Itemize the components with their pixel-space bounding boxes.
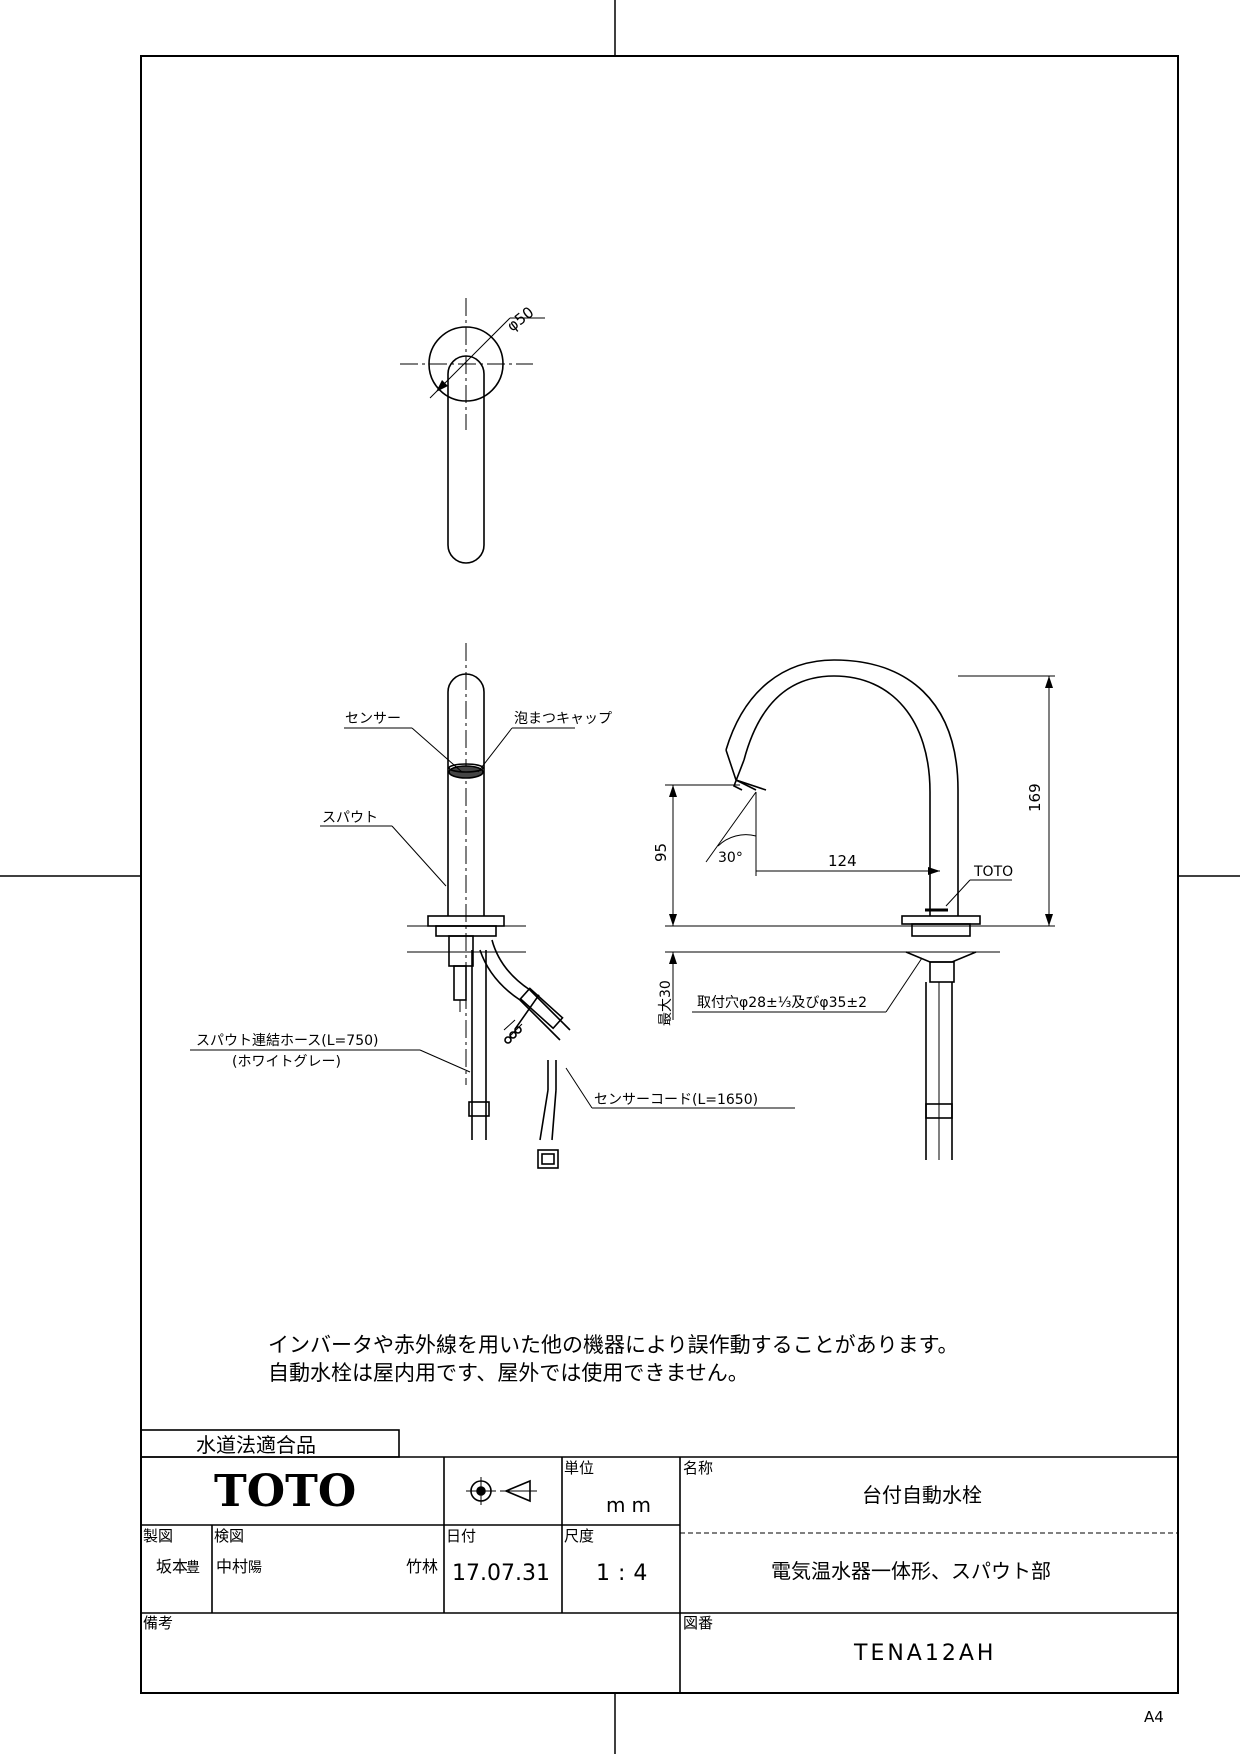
drawn-value-2: 豊 [186, 1560, 200, 1576]
checked-label: 検図 [214, 1527, 244, 1545]
remarks-label: 備考 [143, 1614, 173, 1632]
drawn-label: 製図 [143, 1527, 173, 1545]
subname-value: 電気温水器一体形、スパウト部 [771, 1559, 1051, 1583]
date-value: 17.07.31 [452, 1561, 550, 1586]
mount-hole-label: 取付穴φ28±⅓及びφ35±2 [697, 995, 867, 1011]
hose-label: スパウト連結ホース(L=750) [196, 1033, 378, 1049]
date-label: 日付 [446, 1527, 476, 1545]
unit-value: mm [606, 1493, 657, 1517]
unit-label: 単位 [564, 1459, 594, 1477]
compliance-label: 水道法適合品 [196, 1433, 316, 1457]
top-view [400, 298, 545, 564]
dim-169-label: 169 [1026, 783, 1044, 812]
dim-124-label: 124 [828, 852, 857, 870]
scale-label: 尺度 [564, 1527, 594, 1545]
brand-logo: TOTO [214, 1466, 356, 1517]
spout-label: スパウト [322, 810, 378, 826]
max30-label: 最大30 [658, 980, 674, 1026]
drawing-no-value: TENA12AH [853, 1641, 996, 1666]
aerator-cap-label: 泡まつキャップ [514, 711, 612, 727]
scale-value: 1:4 [596, 1561, 655, 1586]
note-line-1: インバータや赤外線を用いた他の機器により誤作動することがあります。 [268, 1333, 958, 1357]
front-view [190, 643, 795, 1169]
hose-color-label: (ホワイトグレー) [232, 1054, 341, 1070]
projection-symbol-icon [466, 1477, 537, 1505]
checked-value-1: 中村 [216, 1557, 248, 1576]
sensor-cord-label: センサーコード(L=1650) [594, 1092, 758, 1108]
side-view [665, 659, 1055, 1160]
toto-mark-label: TOTO [973, 864, 1013, 880]
name-label: 名称 [683, 1459, 713, 1477]
angle-30-label: 30° [718, 850, 743, 866]
dim-95-label: 95 [652, 843, 670, 862]
phi50-label: φ50 [503, 303, 537, 335]
drawing-no-label: 図番 [683, 1614, 713, 1632]
name-value: 台付自動水栓 [862, 1483, 982, 1507]
paper-size-label: A4 [1144, 1708, 1164, 1726]
sensor-label: センサー [345, 711, 401, 727]
title-block-grid [140, 1429, 1178, 1693]
checked-value-2: 陽 [248, 1560, 262, 1576]
note-line-2: 自動水栓は屋内用です、屋外では使用できません。 [268, 1361, 749, 1385]
drawing-border [140, 55, 1179, 1694]
approved-value: 竹林 [406, 1557, 438, 1576]
drawn-value-1: 坂本 [156, 1557, 188, 1576]
